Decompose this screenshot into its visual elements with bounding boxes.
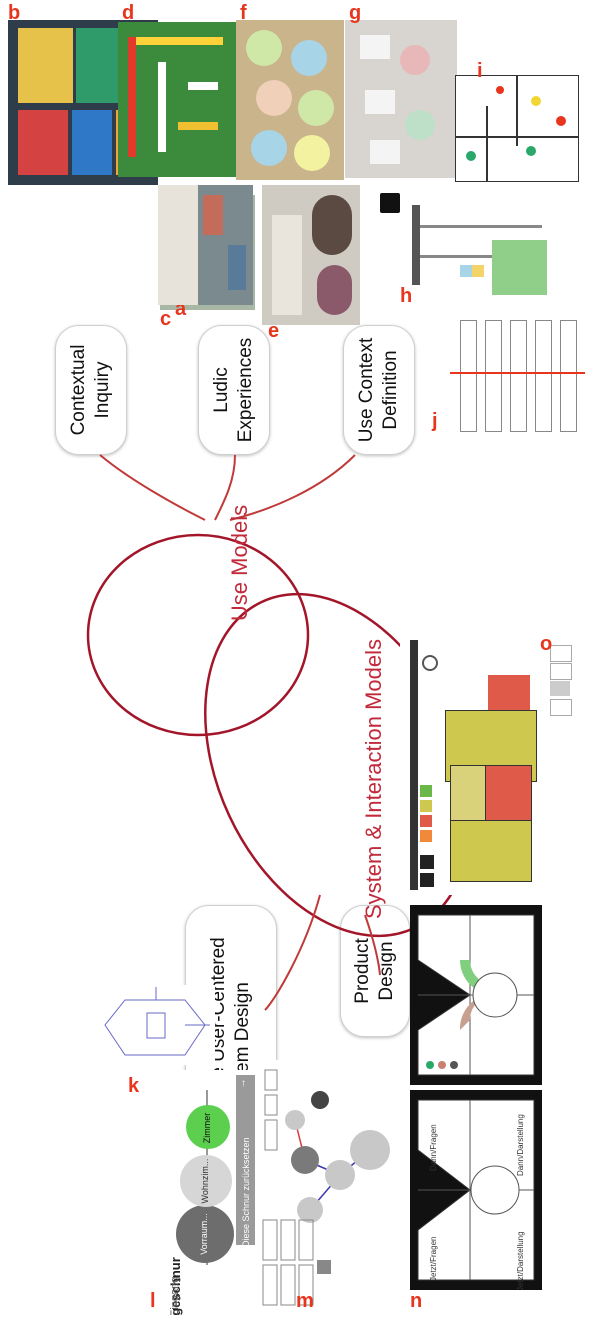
figure-n-quadrant-diagram-upper [410,905,542,1085]
quadrant-label-jetzt-fragen: Jetzt/Fragen [429,1236,438,1281]
arrow-icon: ↑ [241,1078,246,1089]
photo-c-workshop-collage [158,185,253,305]
route-node-zimmer[interactable] [186,1105,230,1149]
panel-letter-l: l [150,1290,156,1312]
quadrant-label-dann-darstellung: Dann/Darstellung [516,1114,525,1176]
panel-letter-j: j [432,410,438,432]
route-node-wohnzimmer[interactable] [180,1155,232,1207]
route-node-label-vorraum: Vorraum... [199,1213,209,1255]
panel-letter-a: a [175,298,187,320]
label-use-models: Use Models [227,504,252,622]
figure-j-flowchart [450,310,585,450]
photo-d-lego-model [118,22,236,177]
bubble-product-design: Product Design [340,905,410,1037]
label-contextual-inquiry: Contextual Inquiry [68,344,113,436]
wegeschnur-entry: Eingang [169,1276,181,1315]
panel-letter-g: g [349,2,362,24]
panel-letter-h: h [400,285,413,307]
house-logo-icon [380,193,400,213]
figure-m-network-ui [255,1060,410,1315]
panel-letter-o: o [540,633,553,655]
route-node-vorraum[interactable] [176,1205,234,1263]
route-node-label-wohnzimmer: Wohnzim... [200,1158,210,1204]
panel-letter-m: m [296,1290,314,1312]
label-system-interaction-models: System & Interaction Models [361,638,386,919]
figure-h-assessment-scheme [372,185,554,297]
figure-i-floor-plan [455,75,579,182]
photo-f-sticky-note-map [236,20,344,180]
panel-letter-b: b [8,2,21,24]
quadrant-label-dann-fragen: Dann/Fragen [429,1124,438,1171]
use-models-circle [86,533,310,737]
photo-e-meeting-room [262,185,360,325]
connector-contextual-inquiry [99,454,206,521]
panel-letter-i: i [477,60,483,82]
figure-l-wegeschnur-ui: Wegeschnur Eingang Vorraum... Wohnzim...… [148,1070,258,1315]
reset-route-button[interactable]: Diese Schnur zurücksetzen ↑ [236,1075,256,1247]
panel-letter-k: k [128,1075,140,1097]
figure-k-sketch [95,985,215,1065]
label-product-design: Product Design [352,938,397,1004]
quadrant-label-jetzt-darstellung: Jetzt/Darstellung [516,1231,525,1290]
panel-letter-f: f [240,2,247,24]
panel-letter-e: e [268,320,280,342]
reset-route-button-label: Diese Schnur zurücksetzen [241,1137,251,1247]
label-use-context-definition: Use Context Definition [356,337,401,443]
label-ludic-experiences: Ludic Experiences [211,337,256,443]
figure-n-quadrant-diagram-lower: Jetzt/Fragen Dann/Fragen Jetzt/Darstellu… [410,1090,542,1290]
figure-o-floor-editor [400,625,580,895]
panel-letter-d: d [122,2,135,24]
photo-g-wall-notes [345,20,457,178]
bubble-ludic-experiences: Ludic Experiences [198,325,270,455]
bubble-contextual-inquiry: Contextual Inquiry [55,325,127,455]
lock-icon[interactable] [422,655,438,671]
route-node-label-zimmer: Zimmer [202,1112,212,1144]
panel-letter-n: n [410,1290,423,1312]
bubble-use-context-definition: Use Context Definition [343,325,415,455]
panel-letter-c: c [160,308,172,330]
